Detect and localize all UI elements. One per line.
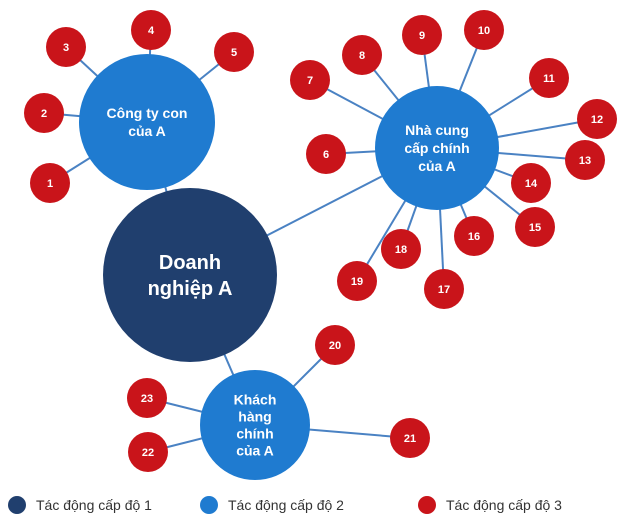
leaf-node-5 — [214, 32, 254, 72]
leaf-label-3: 3 — [63, 42, 69, 54]
leaf-node-23 — [127, 378, 167, 418]
legend-label-level-3: Tác động cấp độ 3 — [446, 497, 562, 513]
leaf-label-12: 12 — [591, 114, 603, 126]
leaf-node-4 — [131, 10, 171, 50]
leaf-label-10: 10 — [478, 25, 490, 37]
leaf-node-1 — [30, 163, 70, 203]
leaf-node-10 — [464, 10, 504, 50]
legend-item-level-2: Tác động cấp độ 2 — [200, 496, 344, 514]
leaf-node-12 — [577, 99, 617, 139]
legend: Tác động cấp độ 1 Tác động cấp độ 2 Tác … — [0, 486, 630, 525]
leaf-label-8: 8 — [359, 50, 365, 62]
legend-label-level-1: Tác động cấp độ 1 — [36, 497, 152, 513]
leaf-node-11 — [529, 58, 569, 98]
leaf-label-11: 11 — [543, 73, 555, 85]
leaf-label-16: 16 — [468, 231, 480, 243]
hub-node-doanh-nghiep-a — [103, 188, 277, 362]
leaf-label-14: 14 — [525, 178, 538, 190]
legend-swatch-level-2 — [200, 496, 218, 514]
leaf-node-2 — [24, 93, 64, 133]
leaf-node-21 — [390, 418, 430, 458]
leaf-label-4: 4 — [148, 25, 155, 37]
leaf-node-19 — [337, 261, 377, 301]
leaf-node-8 — [342, 35, 382, 75]
legend-item-level-3: Tác động cấp độ 3 — [418, 496, 562, 514]
customer-node — [200, 370, 310, 480]
legend-swatch-level-3 — [418, 496, 436, 514]
legend-swatch-level-1 — [8, 496, 26, 514]
legend-label-level-2: Tác động cấp độ 2 — [228, 497, 344, 513]
leaf-node-16 — [454, 216, 494, 256]
leaf-node-14 — [511, 163, 551, 203]
leaf-label-18: 18 — [395, 244, 407, 256]
leaf-label-6: 6 — [323, 149, 329, 161]
leaf-node-6 — [306, 134, 346, 174]
leaf-label-7: 7 — [307, 75, 313, 87]
supplier-node — [375, 86, 499, 210]
leaf-label-22: 22 — [142, 447, 154, 459]
subsidiary-node — [79, 54, 215, 190]
leaf-node-3 — [46, 27, 86, 67]
leaf-label-5: 5 — [231, 47, 237, 59]
leaf-label-17: 17 — [438, 284, 450, 296]
leaf-label-21: 21 — [404, 433, 416, 445]
legend-item-level-1: Tác động cấp độ 1 — [8, 496, 152, 514]
leaf-node-9 — [402, 15, 442, 55]
leaf-node-22 — [128, 432, 168, 472]
leaf-node-15 — [515, 207, 555, 247]
leaf-node-18 — [381, 229, 421, 269]
leaf-node-17 — [424, 269, 464, 309]
leaf-label-13: 13 — [579, 155, 591, 167]
leaf-label-1: 1 — [47, 178, 53, 190]
leaf-node-7 — [290, 60, 330, 100]
leaf-label-15: 15 — [529, 222, 541, 234]
leaf-node-13 — [565, 140, 605, 180]
leaf-label-19: 19 — [351, 276, 363, 288]
leaf-label-20: 20 — [329, 340, 341, 352]
leaf-label-23: 23 — [141, 393, 153, 405]
leaf-node-20 — [315, 325, 355, 365]
leaf-label-2: 2 — [41, 108, 47, 120]
leaf-label-9: 9 — [419, 30, 425, 42]
